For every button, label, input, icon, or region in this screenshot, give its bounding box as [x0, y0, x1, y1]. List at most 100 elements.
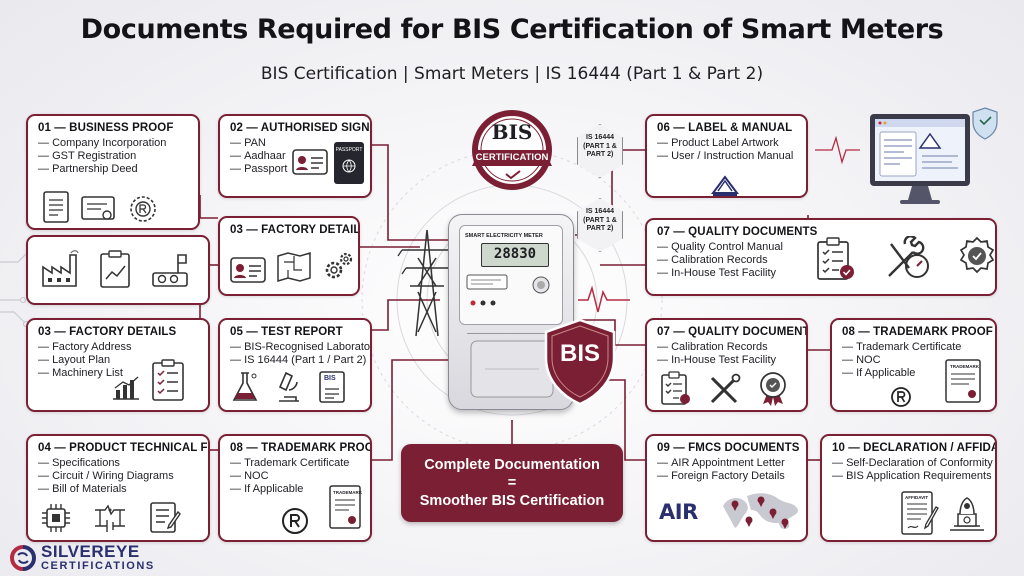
- bis-shield-icon: [544, 318, 616, 406]
- affidavit-doc-label: AFFIDAVIT: [905, 495, 929, 500]
- meter-label: SMART ELECTRICITY METER: [465, 233, 543, 239]
- id-card-icon: [292, 149, 328, 175]
- list-item: User / Instruction Manual: [657, 150, 796, 163]
- standard-badge-top: IS 16444 (PART 1 & PART 2): [577, 124, 623, 178]
- brand-name: SILVEREYE: [41, 542, 140, 561]
- list-item: Bill of Materials: [38, 483, 198, 496]
- checklist-icon: [152, 359, 184, 401]
- list-item: If Applicable: [230, 483, 360, 496]
- cta-line: =: [507, 475, 517, 491]
- card-title: 02 — AUTHORISED SIGNATORY: [230, 122, 370, 134]
- list-item: NOC: [230, 470, 360, 483]
- badge-line: PART 2): [586, 151, 614, 158]
- card-title: 06 — LABEL & MANUAL: [657, 122, 793, 134]
- globe-icon: [342, 159, 356, 173]
- card-fmcs-documents: 09 — FMCS DOCUMENTS AIR Appointment Lett…: [645, 434, 808, 542]
- card-trademark-proof-left: 08 — TRADEMARK PROOF Trademark Certifica…: [218, 434, 372, 542]
- card-declaration-affidavit: 10 — DECLARATION / AFFIDAVIT Self-Declar…: [820, 434, 997, 542]
- list-item: Calibration Records: [657, 254, 985, 267]
- list-item: Product Label Artwork: [657, 137, 796, 150]
- list-item: IS 16444 (Part 1 / Part 2): [230, 354, 366, 367]
- bis-logo-icon: [711, 175, 739, 196]
- list-item: Machinery List: [38, 367, 198, 380]
- list-item: Circuit / Wiring Diagrams: [38, 470, 198, 483]
- card-title: 10 — DECLARATION / AFFIDAVIT: [832, 442, 997, 454]
- id-badge-icon: [230, 257, 266, 283]
- badge-line: IS 16444: [585, 134, 615, 141]
- government-emblem-icon: [950, 497, 984, 531]
- microchip-icon: [42, 504, 70, 532]
- badge-line: IS 16444: [585, 208, 615, 215]
- bis-document-icon: BIS: [318, 370, 346, 404]
- list-item: Layout Plan: [38, 354, 198, 367]
- list-item: GST Registration: [38, 150, 188, 163]
- document-icon: [43, 191, 69, 223]
- affidavit-document-icon: AFFIDAVIT: [900, 490, 940, 536]
- list-item: Self-Declaration of Conformity: [832, 457, 993, 470]
- badge-line: (PART 1 &: [583, 142, 617, 150]
- list-item: Trademark Certificate: [230, 457, 360, 470]
- gears-icon: [325, 252, 353, 279]
- list-item: Trademark Certificate: [842, 341, 985, 354]
- meter-controls: [466, 274, 550, 306]
- list-item: BIS Application Requirements: [832, 470, 992, 483]
- card-title: 09 — FMCS DOCUMENTS: [657, 442, 800, 454]
- factory-icon: [42, 250, 79, 287]
- quality-award-icon: [959, 236, 995, 274]
- registered-trademark-icon: [282, 508, 308, 534]
- clipboard-chart-icon: [100, 250, 130, 288]
- page-subtitle: BIS Certification | Smart Meters | IS 16…: [260, 64, 764, 84]
- registered-seal-icon: [130, 196, 156, 222]
- card-quality-documents-top: 07 — QUALITY DOCUMENTS Quality Control M…: [645, 218, 997, 296]
- card-quality-documents-mid: 07 — QUALITY DOCUMENTS Calibration Recor…: [645, 318, 808, 412]
- standard-badge-bottom: IS 16444 (PART 1 & PART 2): [577, 198, 623, 252]
- list-item: Partnership Deed: [38, 163, 188, 176]
- card-title: 03 — FACTORY DETAILS: [230, 224, 360, 236]
- cta-line: Complete Documentation: [424, 457, 600, 473]
- page-title: Documents Required for BIS Certification…: [80, 14, 944, 45]
- silvereye-logo-icon: [10, 545, 36, 571]
- air-logo: AIR: [659, 500, 698, 524]
- passport-label: PASSPORT: [335, 147, 363, 153]
- card-test-report: 05 — TEST REPORT BIS-Recognised Laborato…: [218, 318, 372, 412]
- card-title: 03 — FACTORY DETAILS: [38, 326, 177, 338]
- brand-sub: CERTIFICATIONS: [41, 560, 155, 572]
- card-title: 07 — QUALITY DOCUMENTS: [657, 326, 808, 338]
- card-title: 05 — TEST REPORT: [230, 326, 343, 338]
- badge-line: (PART 1 &: [583, 216, 617, 224]
- card-title: 07 — QUALITY DOCUMENTS: [657, 226, 818, 238]
- trademark-doc-label: TRADEMARK: [333, 490, 362, 495]
- layout-plan-icon: [277, 251, 311, 283]
- list-item: AIR Appointment Letter: [657, 457, 796, 470]
- list-item: PAN: [230, 137, 360, 150]
- card-factory-icons: [26, 235, 210, 305]
- list-item: In-House Test Facility: [657, 267, 985, 280]
- list-item: Calibration Records: [657, 341, 796, 354]
- tools-icon: [710, 373, 741, 404]
- bar-chart-icon: [113, 376, 139, 400]
- bis-doc-label: BIS: [324, 375, 336, 382]
- list-item: BIS-Recognised Laboratory: [230, 341, 370, 354]
- checklist-icon: [661, 371, 690, 405]
- card-factory-details-left: 03 — FACTORY DETAILS Factory Address Lay…: [26, 318, 210, 412]
- bill-of-materials-icon: [150, 502, 181, 533]
- list-item: If Applicable: [842, 367, 985, 380]
- card-business-proof: 01 — BUSINESS PROOF Company Incorporatio…: [26, 114, 200, 230]
- card-trademark-proof-right: 08 — TRADEMARK PROOF Trademark Certifica…: [830, 318, 997, 412]
- registered-trademark-icon: [891, 387, 911, 407]
- certificate-icon: [81, 196, 115, 220]
- award-ribbon-icon: [760, 372, 786, 406]
- trademark-doc-label: TRADEMARK: [950, 364, 979, 369]
- list-item: Foreign Factory Details: [657, 470, 796, 483]
- card-title: 08 — TRADEMARK PROOF: [842, 326, 993, 338]
- list-item: Quality Control Manual: [657, 241, 985, 254]
- monitor-illustration: [870, 107, 998, 204]
- bis-certification-seal: [472, 110, 552, 190]
- card-title: 08 — TRADEMARK PROOF: [230, 442, 372, 454]
- cta-line: Smoother BIS Certification: [419, 493, 605, 509]
- list-item: Aadhaar: [230, 150, 360, 163]
- list-item: In-House Test Facility: [657, 354, 796, 367]
- microscope-icon: [278, 371, 299, 402]
- seal-title: BIS: [491, 120, 533, 144]
- meter-display: 28830: [481, 243, 549, 267]
